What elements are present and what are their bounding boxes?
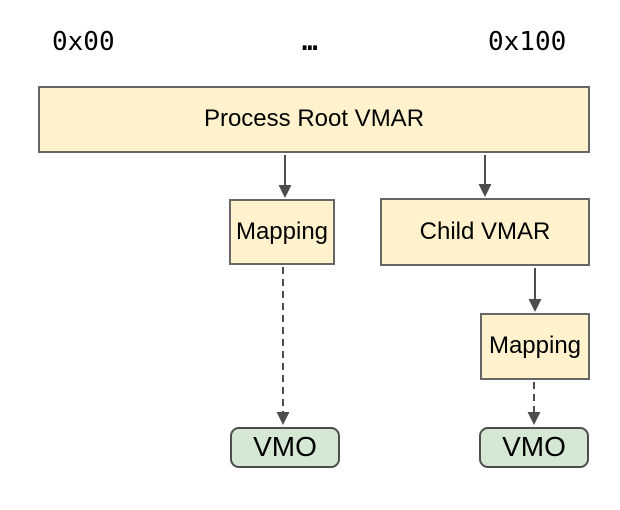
node-child-vmar-label: Child VMAR xyxy=(419,217,551,245)
address-label-ellipsis: … xyxy=(302,27,318,57)
node-vmo-right-label: VMO xyxy=(502,431,566,463)
node-process-root-vmar-label: Process Root VMAR xyxy=(203,105,425,133)
node-process-root-vmar: Process Root VMAR xyxy=(38,86,590,153)
node-vmo-left: VMO xyxy=(230,427,340,468)
node-mapping-right-label: Mapping xyxy=(488,332,582,360)
address-label-end: 0x100 xyxy=(488,27,567,57)
node-mapping-left: Mapping xyxy=(229,199,335,265)
address-label-start: 0x00 xyxy=(52,27,115,57)
node-vmo-right: VMO xyxy=(479,427,589,468)
node-mapping-right: Mapping xyxy=(480,313,590,380)
node-child-vmar: Child VMAR xyxy=(380,198,590,266)
node-vmo-left-label: VMO xyxy=(253,431,317,463)
node-mapping-left-label: Mapping xyxy=(235,217,329,245)
